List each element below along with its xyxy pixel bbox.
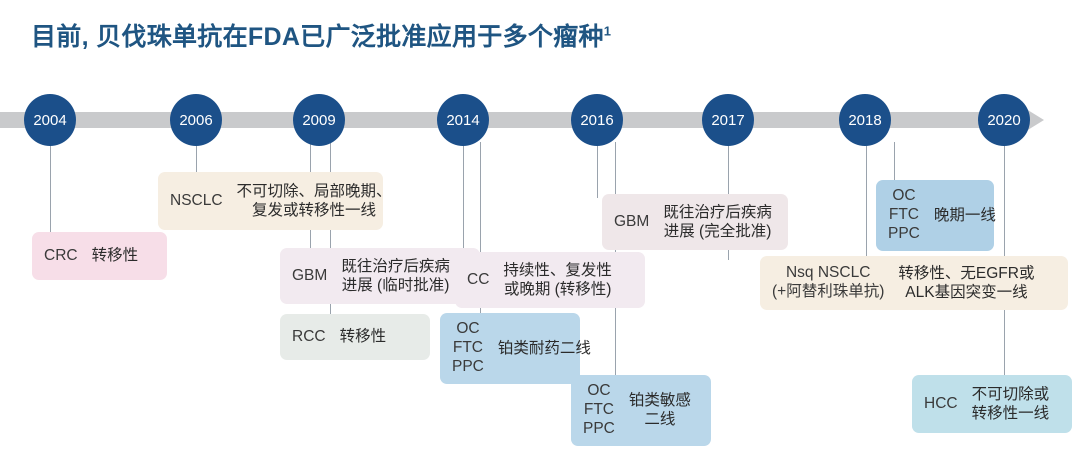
year-node-label: 2018 [848, 111, 882, 129]
indication-description: 转移性 [339, 328, 387, 346]
indication-code: OC FTC PPC [583, 382, 615, 437]
page-title-footnote-marker: 1 [603, 23, 612, 39]
indication-box-nsq-nsclc-2018[interactable]: Nsq NSCLC (+阿替利珠单抗) 转移性、无EGFR或 ALK基因突变一线 [760, 256, 1068, 310]
indication-description: 不可切除或 转移性一线 [971, 385, 1050, 422]
indication-code: CRC [44, 246, 78, 264]
indication-box-ovarian-2018[interactable]: OC FTC PPC 晚期一线 [876, 180, 996, 251]
connector-2018-nsq [866, 142, 867, 260]
indication-code: RCC [292, 327, 326, 345]
page-title-text: 目前, 贝伐珠单抗在FDA已广泛批准应用于多个瘤种 [31, 23, 604, 51]
connector-2004-crc [50, 142, 51, 234]
indication-description: 不可切除、局部晚期、 复发或转移性一线 [236, 182, 392, 219]
indication-code: NSCLC [170, 191, 223, 209]
year-node-2016[interactable]: 2016 [571, 94, 623, 146]
indication-description: 晚期一线 [933, 206, 996, 224]
indication-box-rcc-2009[interactable]: RCC 转移性 [280, 314, 430, 360]
indication-box-gbm-2016[interactable]: GBM 既往治疗后疾病 进展 (完全批准) [602, 194, 788, 250]
indication-code: GBM [614, 212, 650, 230]
indication-code: HCC [924, 394, 958, 412]
year-node-label: 2020 [987, 111, 1021, 129]
indication-box-ovarian-2014[interactable]: OC FTC PPC 铂类耐药二线 [440, 313, 591, 384]
year-node-label: 2004 [33, 111, 67, 129]
year-node-2020[interactable]: 2020 [978, 94, 1030, 146]
year-node-2009[interactable]: 2009 [293, 94, 345, 146]
indication-description: 铂类耐药二线 [497, 339, 591, 357]
connector-2006-nsclc [196, 142, 197, 174]
year-node-2004[interactable]: 2004 [24, 94, 76, 146]
indication-box-nsclc-2006[interactable]: NSCLC 不可切除、局部晚期、 复发或转移性一线 [158, 172, 392, 230]
indication-code: CC [467, 270, 490, 288]
page-title: 目前, 贝伐珠单抗在FDA已广泛批准应用于多个瘤种1 [31, 17, 611, 53]
indication-code: OC FTC PPC [452, 320, 484, 375]
connector-2014-cc [463, 142, 464, 254]
indication-description: 转移性 [91, 247, 139, 265]
connector-2018-ovarian [894, 142, 895, 184]
indication-box-crc-2004[interactable]: CRC 转移性 [32, 232, 167, 280]
year-node-label: 2006 [179, 111, 213, 129]
year-node-label: 2016 [580, 111, 614, 129]
indication-box-ovarian-2016[interactable]: OC FTC PPC 铂类敏感 二线 [571, 375, 711, 446]
connector-2014-ovarian [480, 142, 481, 315]
year-node-label: 2009 [302, 111, 336, 129]
indication-code: OC FTC PPC [888, 187, 920, 242]
connector-2016-gbm [597, 142, 598, 198]
indication-box-cc-2014[interactable]: CC 持续性、复发性 或晚期 (转移性) [455, 252, 645, 308]
indication-description: 既往治疗后疾病 进展 (临时批准) [341, 257, 450, 294]
year-node-2014[interactable]: 2014 [437, 94, 489, 146]
indication-description: 铂类敏感 二线 [628, 391, 691, 429]
year-node-label: 2014 [446, 111, 480, 129]
year-node-2018[interactable]: 2018 [839, 94, 891, 146]
year-node-2017[interactable]: 2017 [702, 94, 754, 146]
indication-description: 转移性、无EGFR或 ALK基因突变一线 [898, 264, 1035, 301]
indication-box-hcc-2020[interactable]: HCC 不可切除或 转移性一线 [912, 375, 1072, 433]
year-node-label: 2017 [711, 111, 745, 129]
year-node-2006[interactable]: 2006 [170, 94, 222, 146]
indication-code: GBM [292, 266, 328, 284]
indication-box-gbm-2009[interactable]: GBM 既往治疗后疾病 进展 (临时批准) [280, 248, 480, 304]
indication-code: Nsq NSCLC (+阿替利珠单抗) [772, 264, 885, 300]
indication-description: 持续性、复发性 或晚期 (转移性) [503, 261, 612, 298]
indication-description: 既往治疗后疾病 进展 (完全批准) [663, 203, 772, 240]
timeline-axis-bar [0, 112, 1022, 128]
